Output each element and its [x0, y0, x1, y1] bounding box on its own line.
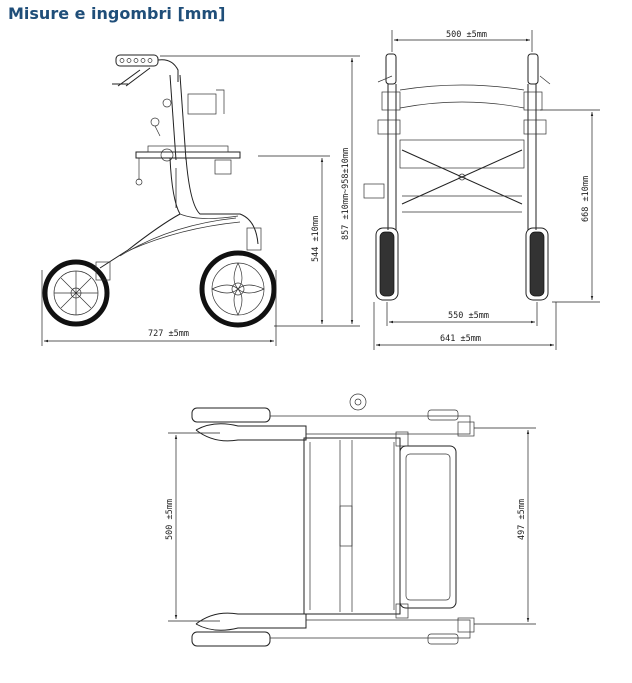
front-overall-width-label: 641 ±5mm	[440, 334, 481, 344]
top-view: 500 ±5mm 497 ±5mm	[165, 393, 536, 647]
front-view: 500 ±5mm 668 ±10mm 550 ±5mm 641 ±5mm	[363, 30, 600, 350]
side-front-wheel	[42, 259, 111, 327]
front-height-label: 668 ±10mm	[581, 176, 591, 222]
side-rear-wheel	[199, 250, 277, 328]
page-title: Misure e ingombri [mm]	[8, 4, 226, 23]
side-handle	[112, 54, 179, 87]
front-handle-span-label: 500 ±5mm	[446, 30, 487, 40]
top-left-width-label: 500 ±5mm	[165, 499, 175, 540]
side-view: 727 ±5mm 544 ±10mm 857 ±10mm~958±10mm	[41, 54, 360, 346]
top-right-width-label: 497 ±5mm	[517, 499, 527, 540]
side-seat-height-label: 544 ±10mm	[311, 216, 321, 262]
side-width-label: 727 ±5mm	[148, 329, 189, 339]
side-handle-height-label: 857 ±10mm~958±10mm	[341, 148, 351, 240]
front-inner-width-label: 550 ±5mm	[448, 311, 489, 321]
